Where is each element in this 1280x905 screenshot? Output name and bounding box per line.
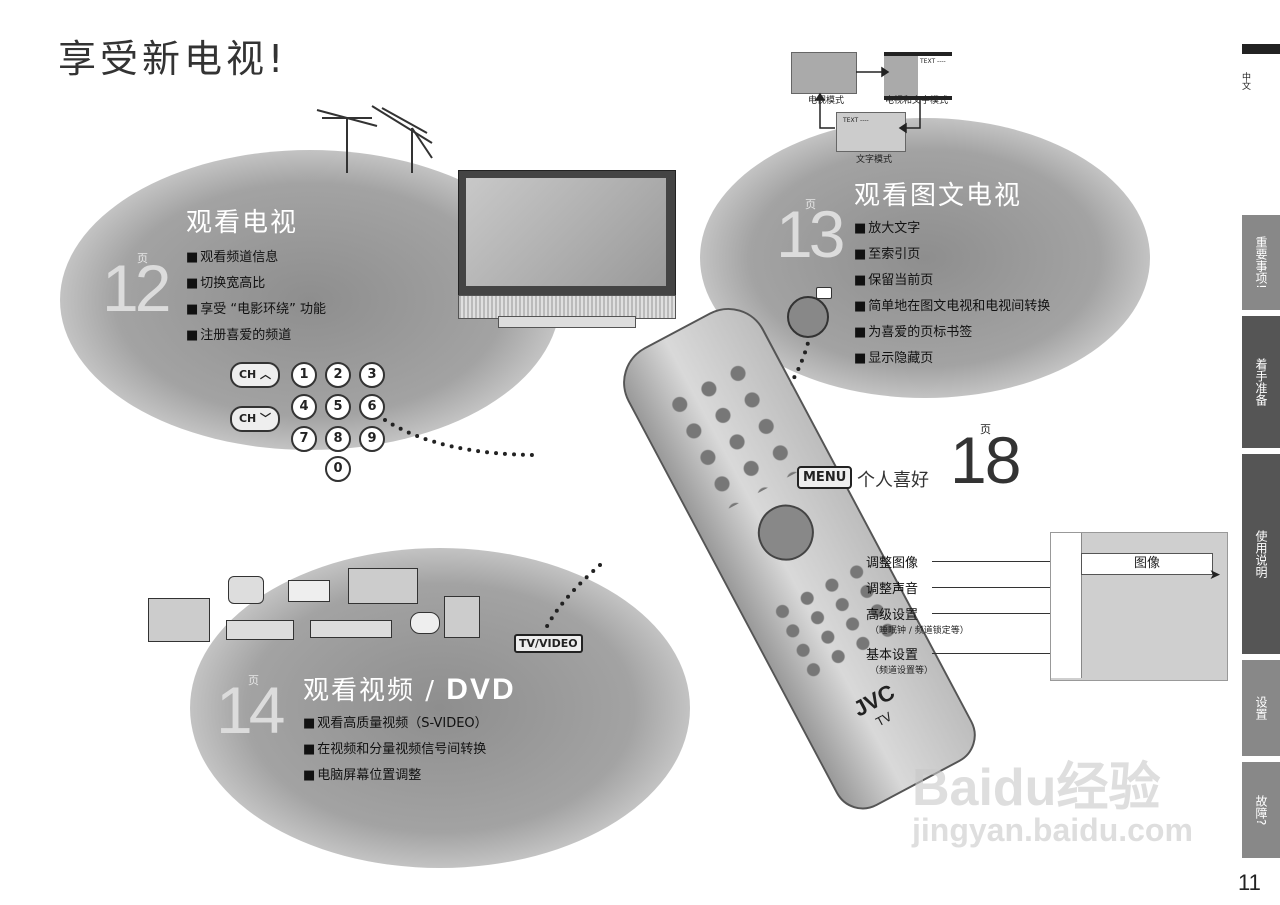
list-item: 注册喜爱的频道 xyxy=(186,323,326,349)
remote-button-grid xyxy=(658,351,808,514)
video-section-bubble xyxy=(190,548,690,868)
list-item: 至索引页 xyxy=(854,242,1050,268)
antenna-illustration xyxy=(316,105,433,173)
teletext-icon xyxy=(816,287,832,299)
tv-video-button[interactable]: TV/VIDEO xyxy=(514,634,583,653)
remote-dpad[interactable] xyxy=(747,494,824,571)
leader-line xyxy=(932,587,1050,588)
side-tab-usage[interactable]: 使用说明 xyxy=(1242,454,1280,654)
list-item: 观看高质量视频（S-VIDEO） xyxy=(303,711,487,737)
list-item: 简单地在图文电视和电视间转换 xyxy=(854,294,1050,320)
list-item: 切换宽高比 xyxy=(186,271,326,297)
thumb-text: TEXT ---- xyxy=(843,117,869,124)
digit-5-button[interactable]: 5 xyxy=(325,394,351,420)
teletext-button[interactable] xyxy=(787,296,829,338)
video-page-ye: 页 xyxy=(248,674,259,687)
side-tab-bar-top xyxy=(1242,44,1280,54)
list-item: 放大文字 xyxy=(854,216,1050,242)
text-mode-label: 文字模式 xyxy=(856,155,893,165)
tv-feature-list: 观看频道信息 切换宽高比 享受 “电影环绕” 功能 注册喜爱的频道 xyxy=(186,245,326,349)
tv-set-illustration xyxy=(458,170,676,328)
tv-page-number: 12 xyxy=(102,251,171,325)
digit-8-button[interactable]: 8 xyxy=(325,426,351,452)
side-tab-troubleshooting[interactable]: 故障? xyxy=(1242,762,1280,858)
page-title: 享受新电视! xyxy=(58,37,288,81)
menu-button[interactable]: MENU xyxy=(797,466,853,489)
preferences-label: 个人喜好 xyxy=(857,470,929,491)
menu-row-basic: 基本设置 （频道设置等） xyxy=(866,648,934,676)
tv-text-mode-thumb: TEXT ---- xyxy=(884,52,952,100)
av-devices-illustration xyxy=(148,568,488,648)
digit-4-button[interactable]: 4 xyxy=(291,394,317,420)
tv-section-title: 观看电视 xyxy=(186,208,299,238)
video-page-number: 14 xyxy=(216,673,285,747)
digit-9-button[interactable]: 9 xyxy=(359,426,385,452)
cursor-icon: ➤ xyxy=(1209,567,1221,583)
digit-2-button[interactable]: 2 xyxy=(325,362,351,388)
video-section-title: 观看视频 / DVD xyxy=(303,673,516,706)
list-item: 保留当前页 xyxy=(854,268,1050,294)
menu-row-advanced: 高级设置 （睡眠钟 / 频道锁定等） xyxy=(866,608,969,636)
list-item: 观看频道信息 xyxy=(186,245,326,271)
ch-down-button[interactable]: CH ﹀ xyxy=(230,406,280,432)
menu-icon-column xyxy=(1051,533,1082,678)
list-item: 显示隐藏页 xyxy=(854,346,1050,372)
menu-row-sub: （睡眠钟 / 频道锁定等） xyxy=(870,626,969,636)
tv-text-mode-label: 电视和文字模式 xyxy=(885,96,949,106)
text-mode-thumb: TEXT ---- xyxy=(836,112,906,152)
preferences-page-ye: 页 xyxy=(980,423,991,436)
tv-mode-label: 电视模式 xyxy=(808,96,845,106)
ch-up-button[interactable]: CH ︿ xyxy=(230,362,280,388)
digit-3-button[interactable]: 3 xyxy=(359,362,385,388)
digit-6-button[interactable]: 6 xyxy=(359,394,385,420)
tv-page-ye: 页 xyxy=(137,252,148,265)
watermark-logo: Baidu经验 xyxy=(912,759,1161,817)
teletext-page-ye: 页 xyxy=(805,198,816,211)
page-number: 11 xyxy=(1238,870,1261,895)
side-tab-settings[interactable]: 设置 xyxy=(1242,660,1280,756)
menu-row-sub: （频道设置等） xyxy=(870,666,934,676)
digit-1-button[interactable]: 1 xyxy=(291,362,317,388)
list-item: 在视频和分量视频信号间转换 xyxy=(303,737,488,763)
digit-7-button[interactable]: 7 xyxy=(291,426,317,452)
leader-line xyxy=(932,653,1050,654)
list-item: 为喜爱的页标书签 xyxy=(854,320,1050,346)
preferences-page-number: 18 xyxy=(950,423,1021,497)
side-tab-important[interactable]: 重要事项! xyxy=(1242,215,1280,310)
menu-selected-item[interactable]: 图像 xyxy=(1081,553,1213,575)
teletext-page-number: 13 xyxy=(776,197,845,271)
menu-row-picture: 调整图像 xyxy=(866,556,919,571)
menu-screen: 图像 ➤ xyxy=(1050,532,1228,681)
video-feature-list: 观看高质量视频（S-VIDEO） 在视频和分量视频信号间转换 电脑屏幕位置调整 xyxy=(303,711,488,789)
list-item: 电脑屏幕位置调整 xyxy=(303,763,488,789)
digit-0-button[interactable]: 0 xyxy=(325,456,351,482)
menu-row-sound: 调整声音 xyxy=(866,582,919,597)
list-item: 享受 “电影环绕” 功能 xyxy=(186,297,326,323)
side-tab-getting-started[interactable]: 着手准备 xyxy=(1242,316,1280,448)
leader-line xyxy=(932,613,1050,614)
side-tab-chinese: 中文 xyxy=(1240,72,1250,90)
watermark-url: jingyan.baidu.com xyxy=(912,812,1193,848)
tv-mode-thumb xyxy=(791,52,857,94)
leader-line xyxy=(932,561,1050,562)
thumb-text: TEXT ---- xyxy=(920,58,946,65)
teletext-feature-list: 放大文字 至索引页 保留当前页 简单地在图文电视和电视间转换 为喜爱的页标书签 … xyxy=(854,216,1050,372)
teletext-section-title: 观看图文电视 xyxy=(854,181,1023,211)
mode-arrows xyxy=(814,66,921,134)
